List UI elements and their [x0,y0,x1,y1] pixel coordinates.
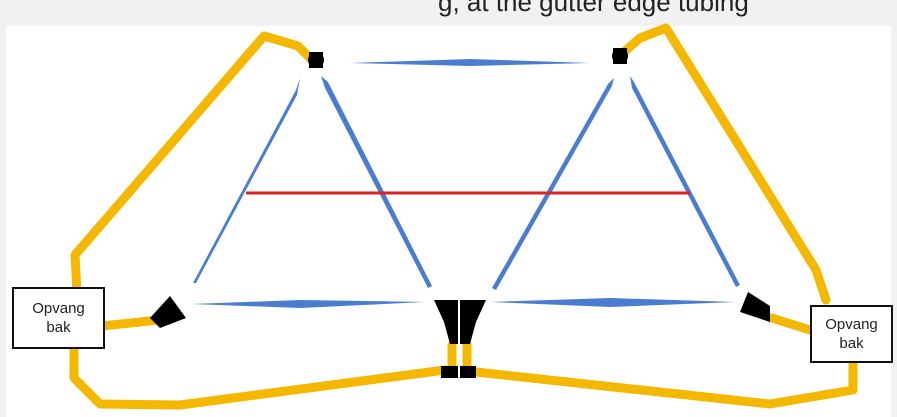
left-lower-gutter-pipe [69,343,450,410]
left-catch-bin: Opvang bak [12,287,105,349]
top-left-joint-cross [309,52,323,68]
right-upper-gutter-pipe [619,23,831,305]
left-bin-outlet-pipe [97,315,163,331]
left-bin-label-line1: Opvang [32,300,85,317]
right-a-left-leg [492,78,614,290]
right-bin-label-line2: bak [839,335,864,352]
right-a-right-leg [630,76,740,287]
right-funnel-connector [740,292,770,322]
caption-fragment: g, at the gutter edge tubing [438,0,749,17]
top-right-joint-cross [613,48,627,64]
right-catch-bin: Opvang bak [810,305,893,363]
left-bottom-rod [192,300,425,308]
right-lower-gutter-pipe [471,359,858,409]
right-bin-label-line1: Opvang [825,316,878,333]
right-bottom-rod [490,298,735,307]
top-horizontal-rod [350,59,590,66]
left-bin-label-line2: bak [46,319,71,336]
left-a-right-leg [321,76,432,288]
left-funnel-connector [150,296,186,328]
frame-rods [192,59,740,308]
right-bin-inlet-pipe [767,313,815,335]
left-upper-gutter-pipe [70,31,317,297]
